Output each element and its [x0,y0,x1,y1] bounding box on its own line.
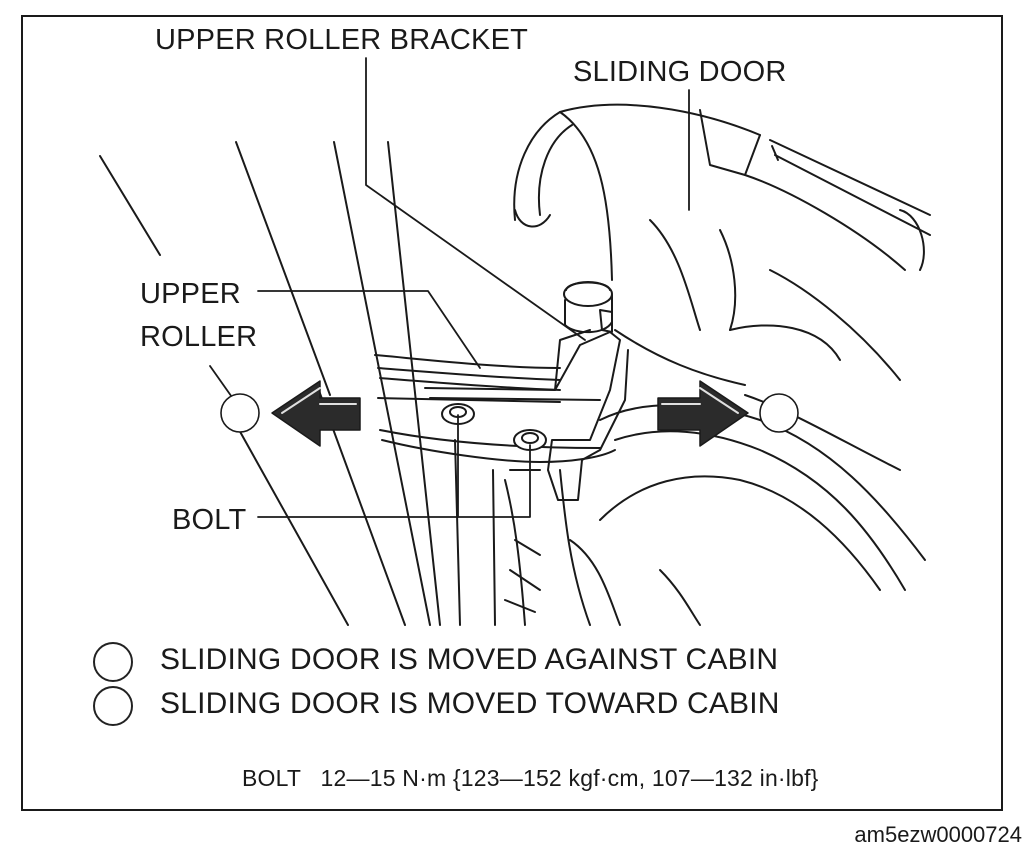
roller-position-left-circle [220,393,260,433]
sliding-door-outline [513,103,931,626]
legend-circle-toward-cabin [93,686,133,726]
upper-roller-bracket [424,281,629,626]
figure-frame [21,15,1003,811]
legend-against-cabin: SLIDING DOOR IS MOVED AGAINST CABIN [160,643,779,676]
torque-spec: BOLT 12—15 N·m {123—152 kgf·cm, 107—132 … [242,765,819,791]
figure-code: am5ezw0000724 [854,822,1022,847]
roller-position-right-circle [759,393,799,433]
arrow-right-highlight [661,387,739,414]
arrow-right-icon [657,380,749,447]
label-bolt: BOLT [172,504,247,536]
arrow-left-highlight [281,387,357,414]
label-upper-roller-bracket: UPPER ROLLER BRACKET [155,24,529,56]
legend-toward-cabin: SLIDING DOOR IS MOVED TOWARD CABIN [160,687,780,720]
leader-lines [209,57,690,518]
label-upper-roller-line1: UPPER [140,278,241,310]
label-sliding-door: SLIDING DOOR [573,56,787,88]
legend-circle-against-cabin [93,642,133,682]
arrow-left-icon [271,380,361,447]
label-upper-roller-line2: ROLLER [140,321,258,353]
